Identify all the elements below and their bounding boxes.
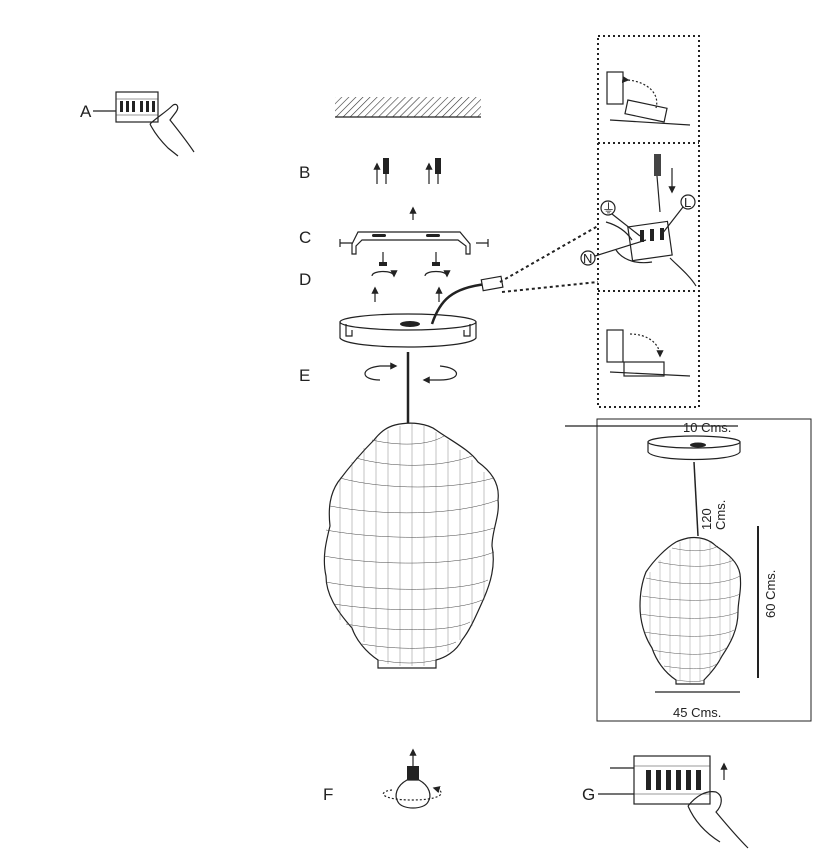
screw-icon — [379, 252, 387, 266]
screw-icon — [339, 239, 352, 247]
dimension-panel: 10 Cms. 120 Cms. — [565, 418, 812, 722]
step-g-breaker-on: G — [582, 755, 749, 849]
shade-vertical-ribs — [339, 424, 485, 666]
rotate-arrow-icon — [382, 786, 442, 801]
rattan-lampshade — [323, 422, 499, 669]
wall-plug-icon — [425, 158, 441, 184]
cable-length-label: 120 Cms. — [699, 500, 728, 530]
small-lampshade — [639, 536, 742, 685]
rotate-arrow-icon — [424, 270, 451, 278]
step-e-rotate-canopy: E — [299, 352, 458, 424]
rotate-arrow-icon — [422, 365, 458, 384]
screw-icon — [432, 252, 440, 266]
hand-icon — [687, 791, 749, 849]
small-suspension-cable — [693, 461, 699, 537]
rotate-arrow-icon — [364, 362, 398, 381]
supply-cable — [430, 282, 487, 325]
detail-leader-lines — [499, 225, 599, 293]
step-c-mounting-bracket: C — [299, 206, 489, 255]
wiring-detail-panel: ⏚ L N — [580, 35, 700, 408]
step-label-g: G — [582, 785, 595, 804]
light-bulb-icon — [395, 766, 431, 809]
neutral-symbol: N — [580, 239, 647, 266]
terminal-cover-open-icon — [606, 71, 691, 126]
step-label-c: C — [299, 228, 311, 247]
wire-connection-detail: ⏚ L N — [580, 154, 697, 287]
screw-icon — [476, 239, 489, 247]
step-d-fix-canopy: D — [299, 252, 451, 302]
step-label-a: A — [80, 102, 92, 121]
breaker-panel-icon — [115, 91, 159, 123]
terminal-cover-close-icon — [606, 329, 691, 377]
wall-plug-icon — [373, 158, 389, 184]
svg-text:N: N — [583, 251, 592, 266]
live-symbol: L — [661, 194, 696, 235]
svg-text:⏚: ⏚ — [602, 201, 615, 216]
shade-width-label: 45 Cms. — [673, 705, 721, 720]
ceiling — [335, 97, 481, 118]
canopy-diameter-label: 10 Cms. — [683, 420, 731, 435]
step-label-d: D — [299, 270, 311, 289]
small-canopy — [647, 435, 741, 461]
earth-symbol: ⏚ — [600, 200, 641, 237]
terminal-block-icon — [480, 275, 504, 292]
step-b-wall-plugs: B — [299, 158, 441, 184]
screwdriver-icon — [654, 154, 661, 213]
hand-icon — [149, 103, 195, 153]
step-label-b: B — [299, 163, 310, 182]
shade-height-label: 60 Cms. — [763, 570, 778, 618]
svg-text:L: L — [684, 195, 691, 210]
shade-weave-pattern — [323, 435, 499, 664]
canopy — [339, 275, 504, 348]
step-a-breaker-off: A — [80, 91, 195, 157]
step-f-insert-bulb: F — [323, 748, 442, 809]
breaker-panel-icon — [633, 755, 711, 805]
mounting-bracket-icon — [351, 231, 471, 255]
rotate-arrow-icon — [371, 270, 398, 278]
step-label-f: F — [323, 785, 333, 804]
step-label-e: E — [299, 366, 310, 385]
